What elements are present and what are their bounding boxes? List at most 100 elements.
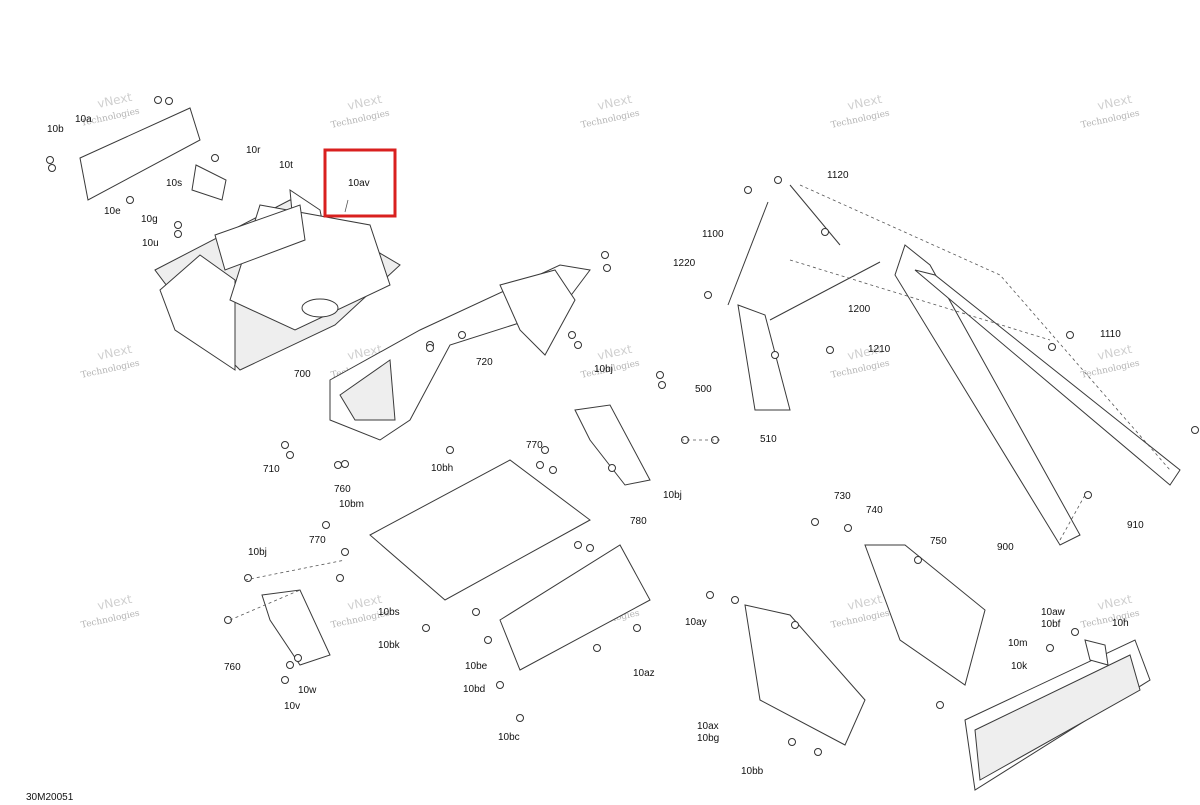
fastener-icon: [341, 548, 349, 556]
fastener-icon: [1084, 491, 1092, 499]
callout-label: 710: [263, 464, 280, 475]
fastener-icon: [165, 97, 173, 105]
fastener-icon: [46, 156, 54, 164]
fastener-icon: [286, 661, 294, 669]
callout-label: 10g: [141, 214, 158, 225]
watermark-line1: vNext: [1096, 342, 1133, 363]
watermark-line1: vNext: [1096, 592, 1133, 613]
fastener-icon: [844, 524, 852, 532]
callout-label: 780: [630, 516, 647, 527]
callout-label: 10be: [465, 661, 488, 672]
fastener-icon: [1046, 644, 1054, 652]
callout-label: 1210: [868, 344, 891, 355]
callout-label: 10h: [1112, 618, 1129, 629]
watermark-line1: vNext: [96, 342, 133, 363]
callout-label: 10bm: [339, 499, 364, 510]
callout-label: 10w: [298, 685, 317, 696]
fastener-icon: [484, 636, 492, 644]
callout-label: 10v: [284, 701, 300, 712]
callout-label: 10bf: [1041, 619, 1061, 630]
fastener-icon: [1191, 426, 1199, 434]
fastener-icon: [593, 644, 601, 652]
watermark-line2: Technologies: [1080, 609, 1141, 631]
fastener-icon: [826, 346, 834, 354]
fastener-icon: [586, 544, 594, 552]
fastener-icon: [516, 714, 524, 722]
callout-label: 10bc: [498, 732, 520, 743]
callout-label: 10s: [166, 178, 182, 189]
callout-label: 1120: [827, 170, 849, 181]
watermark-line1: vNext: [846, 592, 883, 613]
watermark-line2: Technologies: [830, 109, 891, 131]
fastener-icon: [281, 441, 289, 449]
fastener-icon: [811, 518, 819, 526]
fastener-icon: [568, 331, 576, 339]
watermark-line1: vNext: [96, 592, 133, 613]
fastener-icon: [608, 464, 616, 472]
fastener-icon: [771, 351, 779, 359]
callout-label: 770: [309, 535, 326, 546]
radiator: [964, 639, 1151, 791]
callout-label: 700: [294, 369, 311, 380]
fastener-icon: [446, 446, 454, 454]
left-bracket: [261, 589, 331, 666]
callout-label: 750: [930, 536, 947, 547]
callout-label: 1200: [848, 304, 871, 315]
callout-label: 900: [997, 542, 1014, 553]
side-panels: [744, 544, 986, 746]
watermark-line2: Technologies: [330, 109, 391, 131]
callout-label: 10t: [279, 160, 293, 171]
callout-label: 10bg: [697, 733, 719, 744]
fastener-icon: [286, 451, 294, 459]
top-left-frame-assembly: [79, 107, 401, 371]
fastener-icon: [126, 196, 134, 204]
fastener-icon: [174, 230, 182, 238]
watermark-line1: vNext: [596, 92, 633, 113]
fastener-icon: [574, 341, 582, 349]
fastener-icon: [633, 624, 641, 632]
fastener-icon: [154, 96, 162, 104]
callout-label: 10b: [47, 124, 64, 135]
callout-labels: 10b10a10r10t10s10e10g10u10av112011001220…: [47, 114, 1144, 777]
fastener-icon: [1048, 343, 1056, 351]
fastener-icon: [458, 331, 466, 339]
callout-label: 510: [760, 434, 777, 445]
callout-label: 10u: [142, 238, 159, 249]
callout-label: 10a: [75, 114, 92, 125]
fastener-icon: [1071, 628, 1079, 636]
callout-label: 10m: [1008, 638, 1027, 649]
fastener-icon: [336, 574, 344, 582]
watermark-line2: Technologies: [580, 109, 641, 131]
watermark-line1: vNext: [96, 90, 133, 111]
fastener-icon: [704, 291, 712, 299]
hardware: [46, 96, 1199, 756]
fastener-icon: [601, 251, 609, 259]
watermark-line2: Technologies: [1080, 109, 1141, 131]
callout-label: 10bd: [463, 684, 485, 695]
callout-label: 910: [1127, 520, 1144, 531]
fastener-icon: [549, 466, 557, 474]
center-brace-assembly: [329, 264, 591, 441]
callout-label: 10bj: [248, 547, 267, 558]
callout-label: 1220: [673, 258, 696, 269]
fastener-icon: [211, 154, 219, 162]
fastener-icon: [426, 344, 434, 352]
fastener-icon: [1066, 331, 1074, 339]
callout-label: 10e: [104, 206, 121, 217]
leader-lines: [229, 184, 1171, 621]
callout-label: 720: [476, 357, 493, 368]
watermark-line1: vNext: [1096, 92, 1133, 113]
fastener-icon: [422, 624, 430, 632]
watermark-line1: vNext: [846, 92, 883, 113]
callout-label: 10ay: [685, 617, 707, 628]
fastener-icon: [656, 371, 664, 379]
watermark-line1: vNext: [596, 342, 633, 363]
fastener-icon: [496, 681, 504, 689]
fastener-icon: [821, 228, 829, 236]
